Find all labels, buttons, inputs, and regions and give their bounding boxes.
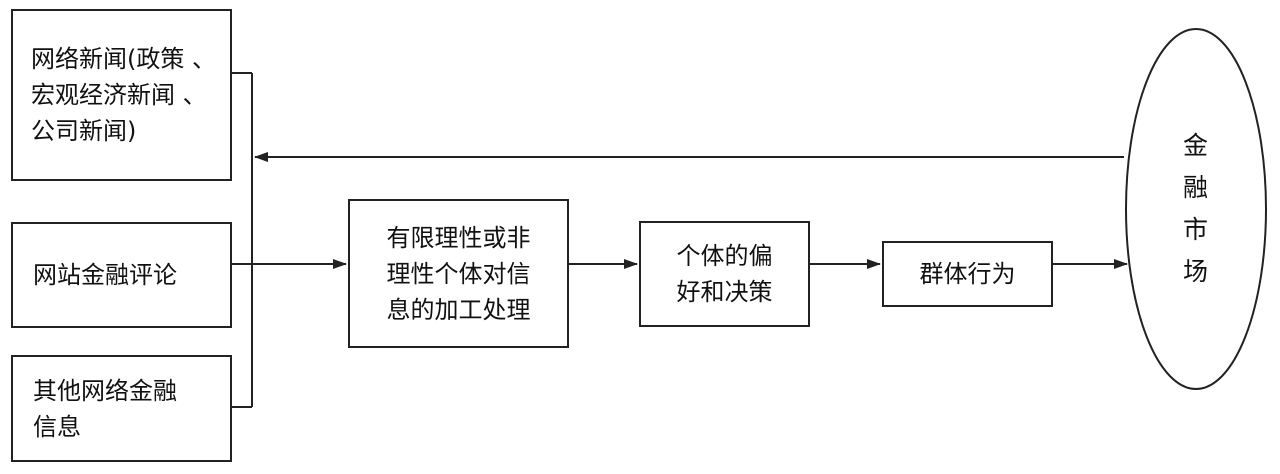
- preference-box: 个体的偏 好和决策: [639, 221, 810, 327]
- source-news-label: 网络新闻(政策 、 宏观经济新闻 、 公司新闻): [31, 45, 216, 145]
- source-box-news: 网络新闻(政策 、 宏观经济新闻 、 公司新闻): [11, 9, 232, 181]
- source-box-comment: 网站金融评论: [11, 222, 232, 328]
- source-box-other: 其他网络金融 信息: [11, 355, 232, 462]
- source-comment-label: 网站金融评论: [33, 261, 177, 289]
- preference-label: 个体的偏 好和决策: [676, 242, 773, 306]
- source-other-label: 其他网络金融 信息: [33, 376, 177, 441]
- market-node: 金 融 市 场: [1124, 28, 1267, 390]
- processing-label: 有限理性或非 理性个体对信 息的加工处理: [386, 223, 531, 324]
- group-behavior-box: 群体行为: [882, 241, 1053, 307]
- market-label: 金 融 市 场: [1182, 131, 1208, 286]
- group-behavior-label: 群体行为: [919, 260, 1016, 288]
- processing-box: 有限理性或非 理性个体对信 息的加工处理: [348, 199, 569, 348]
- market-ellipse: [1125, 28, 1267, 390]
